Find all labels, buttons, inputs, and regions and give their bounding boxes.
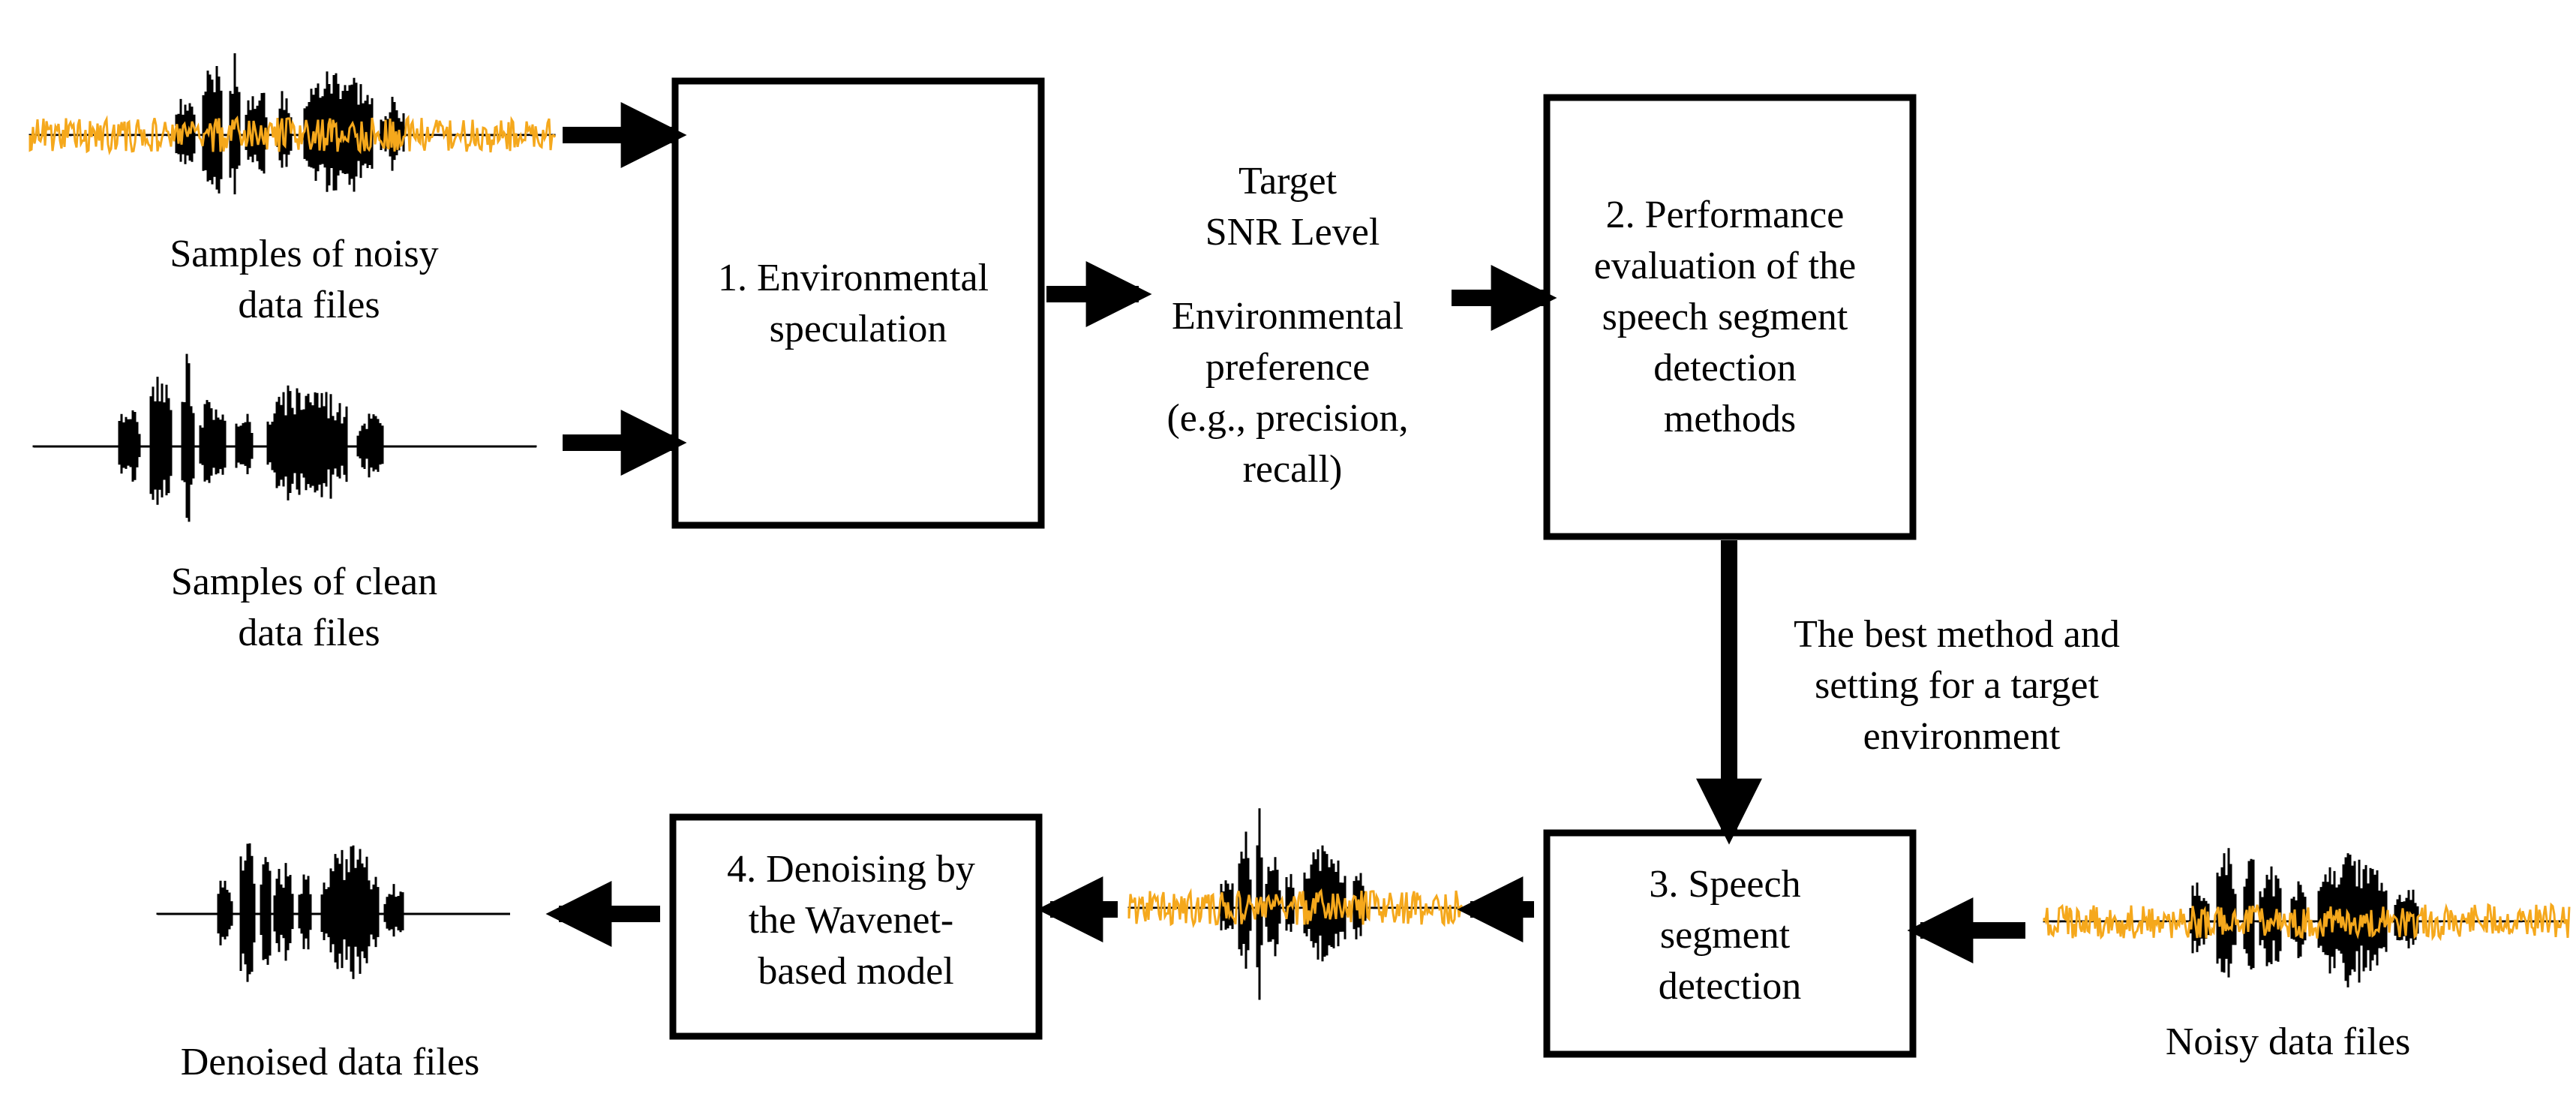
target-snr-label: Target SNR Level	[1205, 160, 1380, 254]
segmented-noisy-waveform-icon	[1127, 808, 1464, 1000]
noise-waveform	[29, 114, 557, 156]
noise-waveform	[1127, 888, 1464, 929]
environmental-speculation-label: 1. Environmental speculation	[718, 257, 998, 350]
noisy-input-waveform-icon	[2043, 848, 2571, 987]
speech-waveform	[32, 353, 537, 522]
environmental-speculation-box	[671, 77, 1045, 529]
clean-samples-label: Samples of clean data files	[171, 561, 447, 654]
clean-sample-waveform-icon	[32, 353, 537, 522]
noisy-samples-label: Samples of noisy data files	[170, 233, 448, 326]
denoised-waveform-icon	[156, 843, 510, 982]
environmental-preference-label: Environmental preference (e.g., precisio…	[1166, 295, 1418, 491]
noisy-sample-waveform-icon	[29, 53, 557, 195]
noise-waveform	[2043, 902, 2571, 942]
noisy-data-files-label: Noisy data files	[2166, 1020, 2410, 1063]
best-method-label: The best method and setting for a target…	[1794, 613, 2130, 758]
performance-evaluation-label: 2. Performance evaluation of the speech …	[1594, 194, 1866, 440]
speech-waveform	[156, 843, 510, 982]
denoising-label: 4. Denoising by the Wavenet- based model	[727, 848, 985, 993]
speech-segment-detection-label: 3. Speech segment detection	[1649, 863, 1810, 1008]
denoised-data-files-label: Denoised data files	[181, 1041, 480, 1083]
